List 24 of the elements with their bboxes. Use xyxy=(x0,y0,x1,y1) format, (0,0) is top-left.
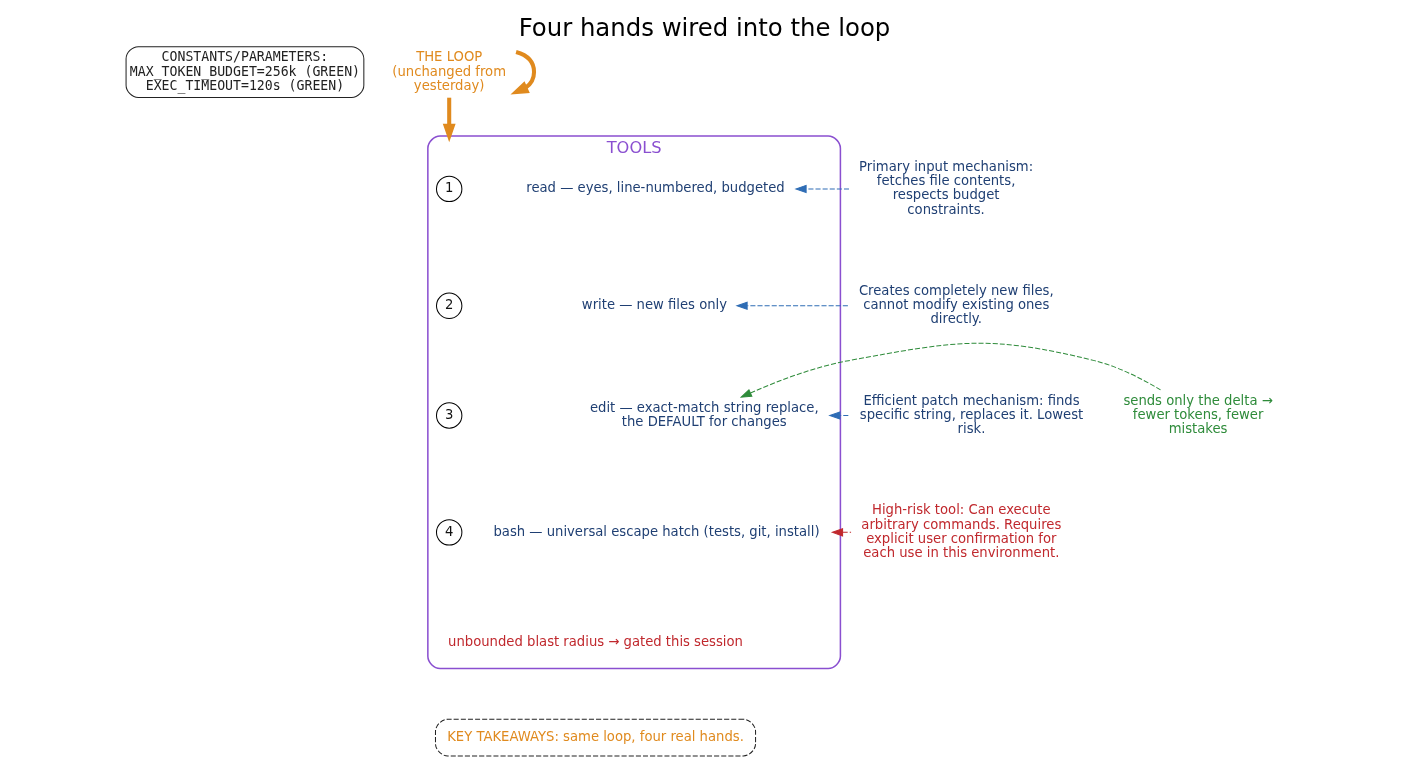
diagram-title: Four hands wired into the loop xyxy=(518,12,890,42)
node-text: unbounded blast radius → gated this session xyxy=(447,633,743,649)
node-text: write — new files only xyxy=(581,297,727,313)
node-circle: 1 xyxy=(435,175,462,203)
node-text: sends only the delta → fewer tokens, fewer mistakes xyxy=(1122,392,1273,437)
node-text: edit — exact-match string replace, the DEFAULT for changes xyxy=(589,399,819,430)
node-box: KEY TAKEAWAYS: same loop, four real hands. xyxy=(434,718,756,757)
arrow xyxy=(827,411,849,420)
node-text: Efficient patch mechanism: finds specific string, replaces it. Lowest risk. xyxy=(859,392,1083,437)
node-text: Creates completely new files, cannot modify existing ones directly. xyxy=(858,282,1054,327)
node-text: bash — universal escape hatch (tests, git, install) xyxy=(492,523,820,539)
node-text: read — eyes, line-numbered, budgeted xyxy=(525,180,785,196)
arrow xyxy=(793,184,850,194)
node-box: CONSTANTS/PARAMETERS: MAX_TOKEN_BUDGET=256k (GREEN) EXEC_TIMEOUT=120s (GREEN) xyxy=(125,46,364,98)
node-text: THE LOOP (unchanged from yesterday) xyxy=(391,49,506,93)
node-circle: 3 xyxy=(435,402,462,429)
arrow xyxy=(734,301,848,311)
node-circle: 2 xyxy=(435,292,462,319)
node-circle: 4 xyxy=(435,519,462,546)
arrow xyxy=(442,97,456,143)
arrow xyxy=(830,528,852,537)
arrow xyxy=(739,342,1161,398)
node-text: High-risk tool: Can execute arbitrary commands. Requires explicit user confirmation for each use in this environment. xyxy=(860,502,1061,561)
node-text: Primary input mechanism: fetches file contents, respects budget constraints. xyxy=(858,159,1033,217)
